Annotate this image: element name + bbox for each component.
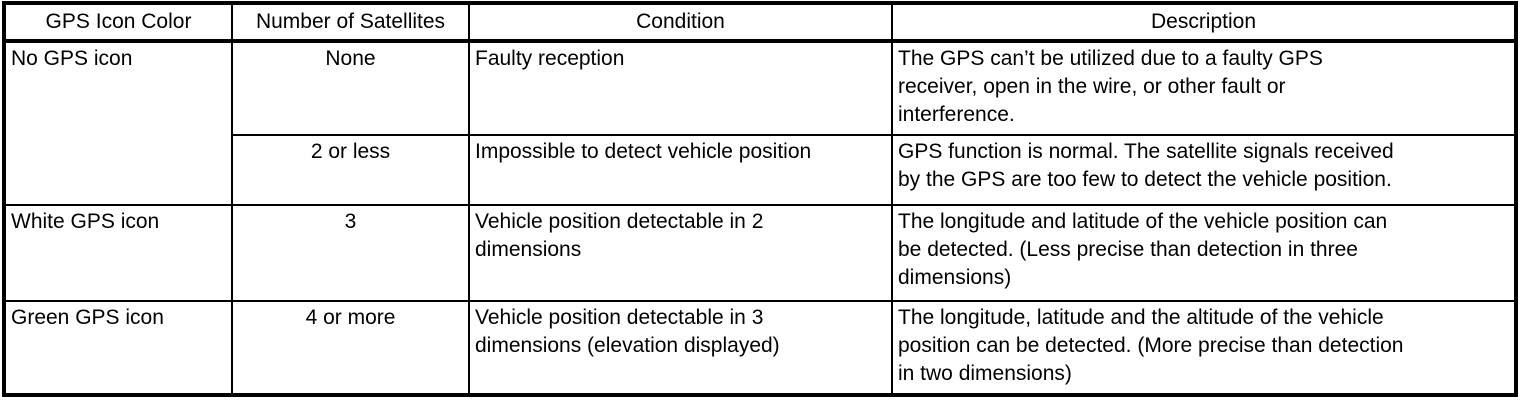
cell-satellites: 3 xyxy=(231,204,470,302)
header-number-of-satellites: Number of Satellites xyxy=(231,2,470,43)
cell-icon-color: White GPS icon xyxy=(3,204,233,302)
cell-description: The GPS can’t be utilized due to a fault… xyxy=(891,40,1517,136)
cell-condition: Faulty reception xyxy=(468,40,893,136)
header-description: Description xyxy=(891,2,1517,43)
header-gps-icon-color: GPS Icon Color xyxy=(3,2,233,43)
cell-icon-color: Green GPS icon xyxy=(3,300,233,396)
cell-icon-color: No GPS icon xyxy=(3,40,233,206)
cell-description: The longitude, latitude and the altitude… xyxy=(891,300,1517,396)
cell-satellites: 2 or less xyxy=(231,134,470,206)
cell-condition: Vehicle position detectable in 3 dimensi… xyxy=(468,300,893,396)
table-row-no-gps-none: No GPS icon None Faulty reception The GP… xyxy=(3,40,1517,206)
cell-description: GPS function is normal. The satellite si… xyxy=(891,134,1517,206)
table-row-green-gps: Green GPS icon 4 or more Vehicle positio… xyxy=(3,300,1517,396)
cell-description: The longitude and latitude of the vehicl… xyxy=(891,204,1517,302)
cell-condition: Impossible to detect vehicle position xyxy=(468,134,893,206)
cell-condition: Vehicle position detectable in 2 dimensi… xyxy=(468,204,893,302)
header-row: GPS Icon Color Number of Satellites Cond… xyxy=(3,2,1517,43)
gps-satellite-status-table: GPS Icon Color Number of Satellites Cond… xyxy=(2,1,1518,397)
table-row-white-gps: White GPS icon 3 Vehicle position detect… xyxy=(3,204,1517,302)
table-row-no-gps-two-or-less: 2 or less Impossible to detect vehicle p… xyxy=(4,134,1517,206)
cell-satellites: 4 or more xyxy=(231,300,470,396)
cell-satellites: None xyxy=(231,40,470,136)
header-condition: Condition xyxy=(468,2,893,43)
